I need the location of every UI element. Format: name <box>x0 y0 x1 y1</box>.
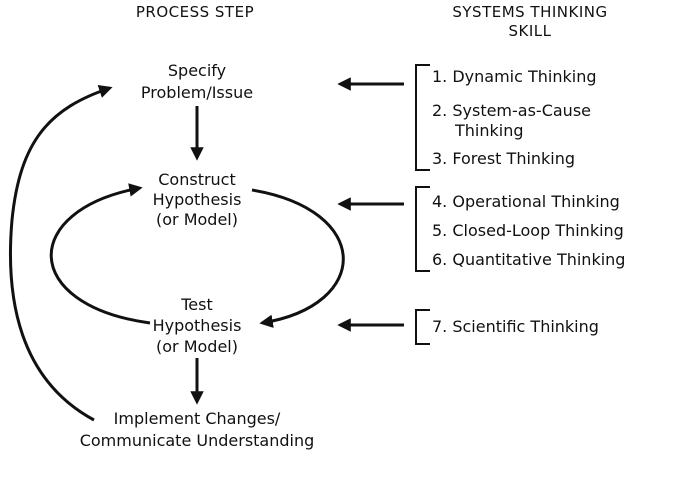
skill-bracket-1 <box>415 64 430 171</box>
step-implement: Implement Changes/ Communicate Understan… <box>80 409 315 450</box>
skill-3: 3. Forest Thinking <box>432 149 575 168</box>
skill-group-1: 1. Dynamic Thinking 2. System-as-Cause T… <box>337 64 597 171</box>
skill-4: 4. Operational Thinking <box>432 192 620 211</box>
loop-arrow-construct-to-test <box>251 188 345 328</box>
step-construct: Construct Hypothesis (or Model) <box>153 170 242 229</box>
skill-5: 5. Closed-Loop Thinking <box>432 221 624 240</box>
step-implement-line2: Communicate Understanding <box>80 431 315 450</box>
step-construct-line2: Hypothesis <box>153 190 242 209</box>
skill-header-line2: SKILL <box>509 22 552 40</box>
skill-2-line2: Thinking <box>454 121 524 140</box>
skill-header-line1: SYSTEMS THINKING <box>452 3 607 21</box>
skill-group-2: 4. Operational Thinking 5. Closed-Loop T… <box>337 186 625 272</box>
step-specify-line1: Specify <box>168 61 226 80</box>
skill-1: 1. Dynamic Thinking <box>432 67 597 86</box>
loop-arrow-test-to-construct <box>49 183 151 325</box>
return-arrow-implement-to-specify <box>8 85 113 422</box>
process-step-header: PROCESS STEP <box>136 3 254 21</box>
skill-7: 7. Scientific Thinking <box>432 317 599 336</box>
skill-2-line1: 2. System-as-Cause <box>432 101 591 120</box>
step-test-line1: Test <box>180 295 213 314</box>
step-construct-line1: Construct <box>158 170 236 189</box>
step-construct-line3: (or Model) <box>156 210 238 229</box>
step-specify: Specify Problem/Issue <box>141 61 253 102</box>
step-implement-line1: Implement Changes/ <box>114 409 281 428</box>
skill-bracket-2 <box>415 186 430 272</box>
skill-6: 6. Quantitative Thinking <box>432 250 625 269</box>
step-specify-line2: Problem/Issue <box>141 83 253 102</box>
skill-group-3: 7. Scientific Thinking <box>337 309 599 345</box>
skill-bracket-3 <box>415 309 430 345</box>
step-test: Test Hypothesis (or Model) <box>153 295 242 356</box>
step-test-line3: (or Model) <box>156 337 238 356</box>
step-test-line2: Hypothesis <box>153 316 242 335</box>
